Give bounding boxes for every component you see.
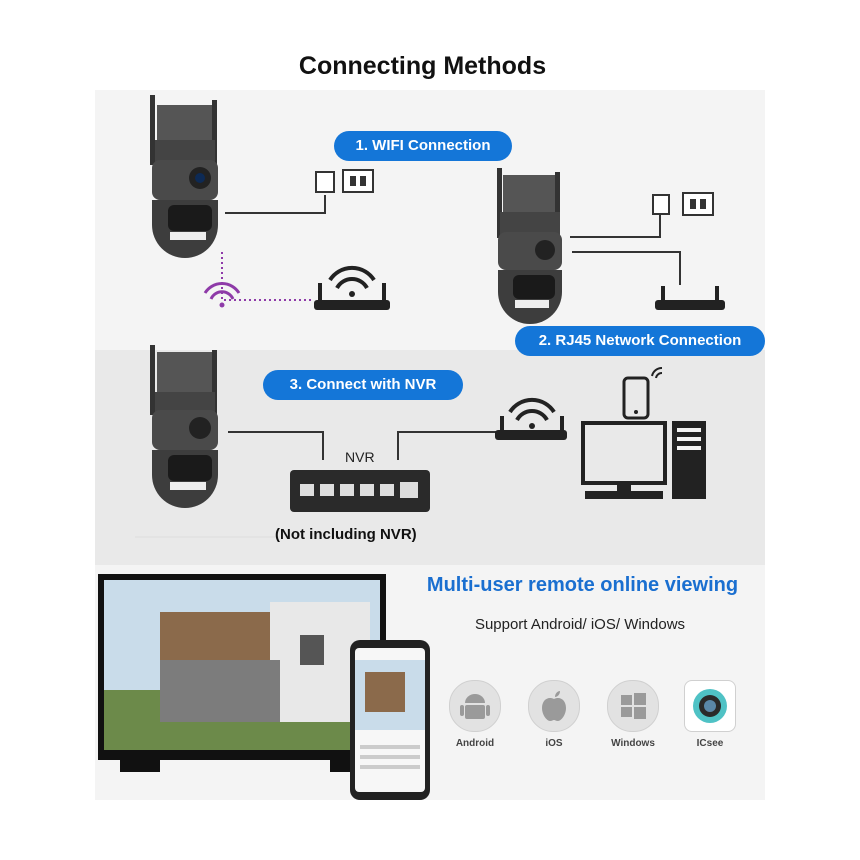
wifi-icon xyxy=(203,282,241,308)
platform-android: Android xyxy=(445,680,505,749)
platform-label: Android xyxy=(455,738,495,749)
nvr-connection-label: 3. Connect with NVR xyxy=(263,370,463,400)
page-title: Connecting Methods xyxy=(298,52,547,80)
router-icon xyxy=(655,286,725,310)
power-adapter-icon xyxy=(652,192,714,216)
nvr-device-icon xyxy=(290,470,430,512)
platform-support-text: Support Android/ iOS/ Windows xyxy=(474,616,686,633)
router-icon xyxy=(495,397,567,440)
multi-user-viewing-title: Multi-user remote online viewing xyxy=(426,574,739,596)
power-adapter-icon xyxy=(315,169,374,193)
platform-label: Windows xyxy=(611,738,655,749)
camera-wifi xyxy=(150,95,218,258)
windows-icon xyxy=(607,680,659,732)
platform-ios: iOS xyxy=(524,680,584,749)
platform-icsee: ICsee xyxy=(680,680,740,749)
icsee-app-icon xyxy=(684,680,736,732)
nvr-not-included-note: (Not including NVR) xyxy=(275,526,417,543)
tv-monitor xyxy=(98,574,386,772)
camera-rj45 xyxy=(497,168,562,324)
platform-label: iOS xyxy=(545,738,563,749)
android-icon xyxy=(449,680,501,732)
smartphone-app xyxy=(350,640,430,800)
camera-nvr xyxy=(150,345,218,508)
platform-windows: Windows xyxy=(603,680,663,749)
wifi-connection-label: 1. WIFI Connection xyxy=(334,131,512,161)
apple-icon xyxy=(528,680,580,732)
smartphone-icon xyxy=(622,366,663,420)
platform-label: ICsee xyxy=(696,738,724,749)
rj45-connection-label: 2. RJ45 Network Connection xyxy=(515,326,765,356)
router-icon xyxy=(314,265,390,310)
desktop-computer-icon xyxy=(581,421,706,499)
nvr-device-label: NVR xyxy=(345,449,375,465)
